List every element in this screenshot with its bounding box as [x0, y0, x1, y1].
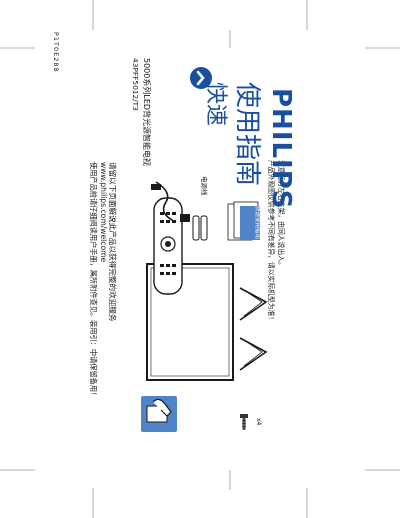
hand-on-box-icon	[141, 396, 177, 432]
instruction-line-1: 请留以下页面解说此产品以获得完整的欢迎服务	[108, 162, 117, 322]
product-title: 5000系列LED背光源智能电视	[142, 58, 151, 167]
brand-logo: PHILIPS	[266, 88, 296, 210]
instruction-url: www.philips.com/welcome	[99, 162, 108, 263]
screw-icon	[240, 414, 248, 430]
doc-code: P1T0E288	[52, 32, 60, 73]
stand-leg-right-icon	[239, 337, 268, 371]
instruction-line-2: 使用产品前请仔细阅读用户手册，属所附件查见。装用引：中请保留备用！	[89, 162, 98, 400]
batteries-icon	[192, 215, 208, 241]
guide-title-line-2: 使用指南	[232, 82, 262, 187]
stand-leg-left-icon	[239, 287, 268, 321]
power-cable-icon	[151, 181, 190, 223]
power-cable-label: 电源线	[200, 176, 208, 196]
leaflet-label: 快速使用指南	[254, 206, 260, 240]
screw-quantity: x4	[255, 418, 262, 426]
model-numbers: 43PFF5012/T3	[131, 58, 140, 111]
chevron-right-circle-icon	[190, 67, 212, 89]
leaflets-icon	[227, 201, 260, 241]
